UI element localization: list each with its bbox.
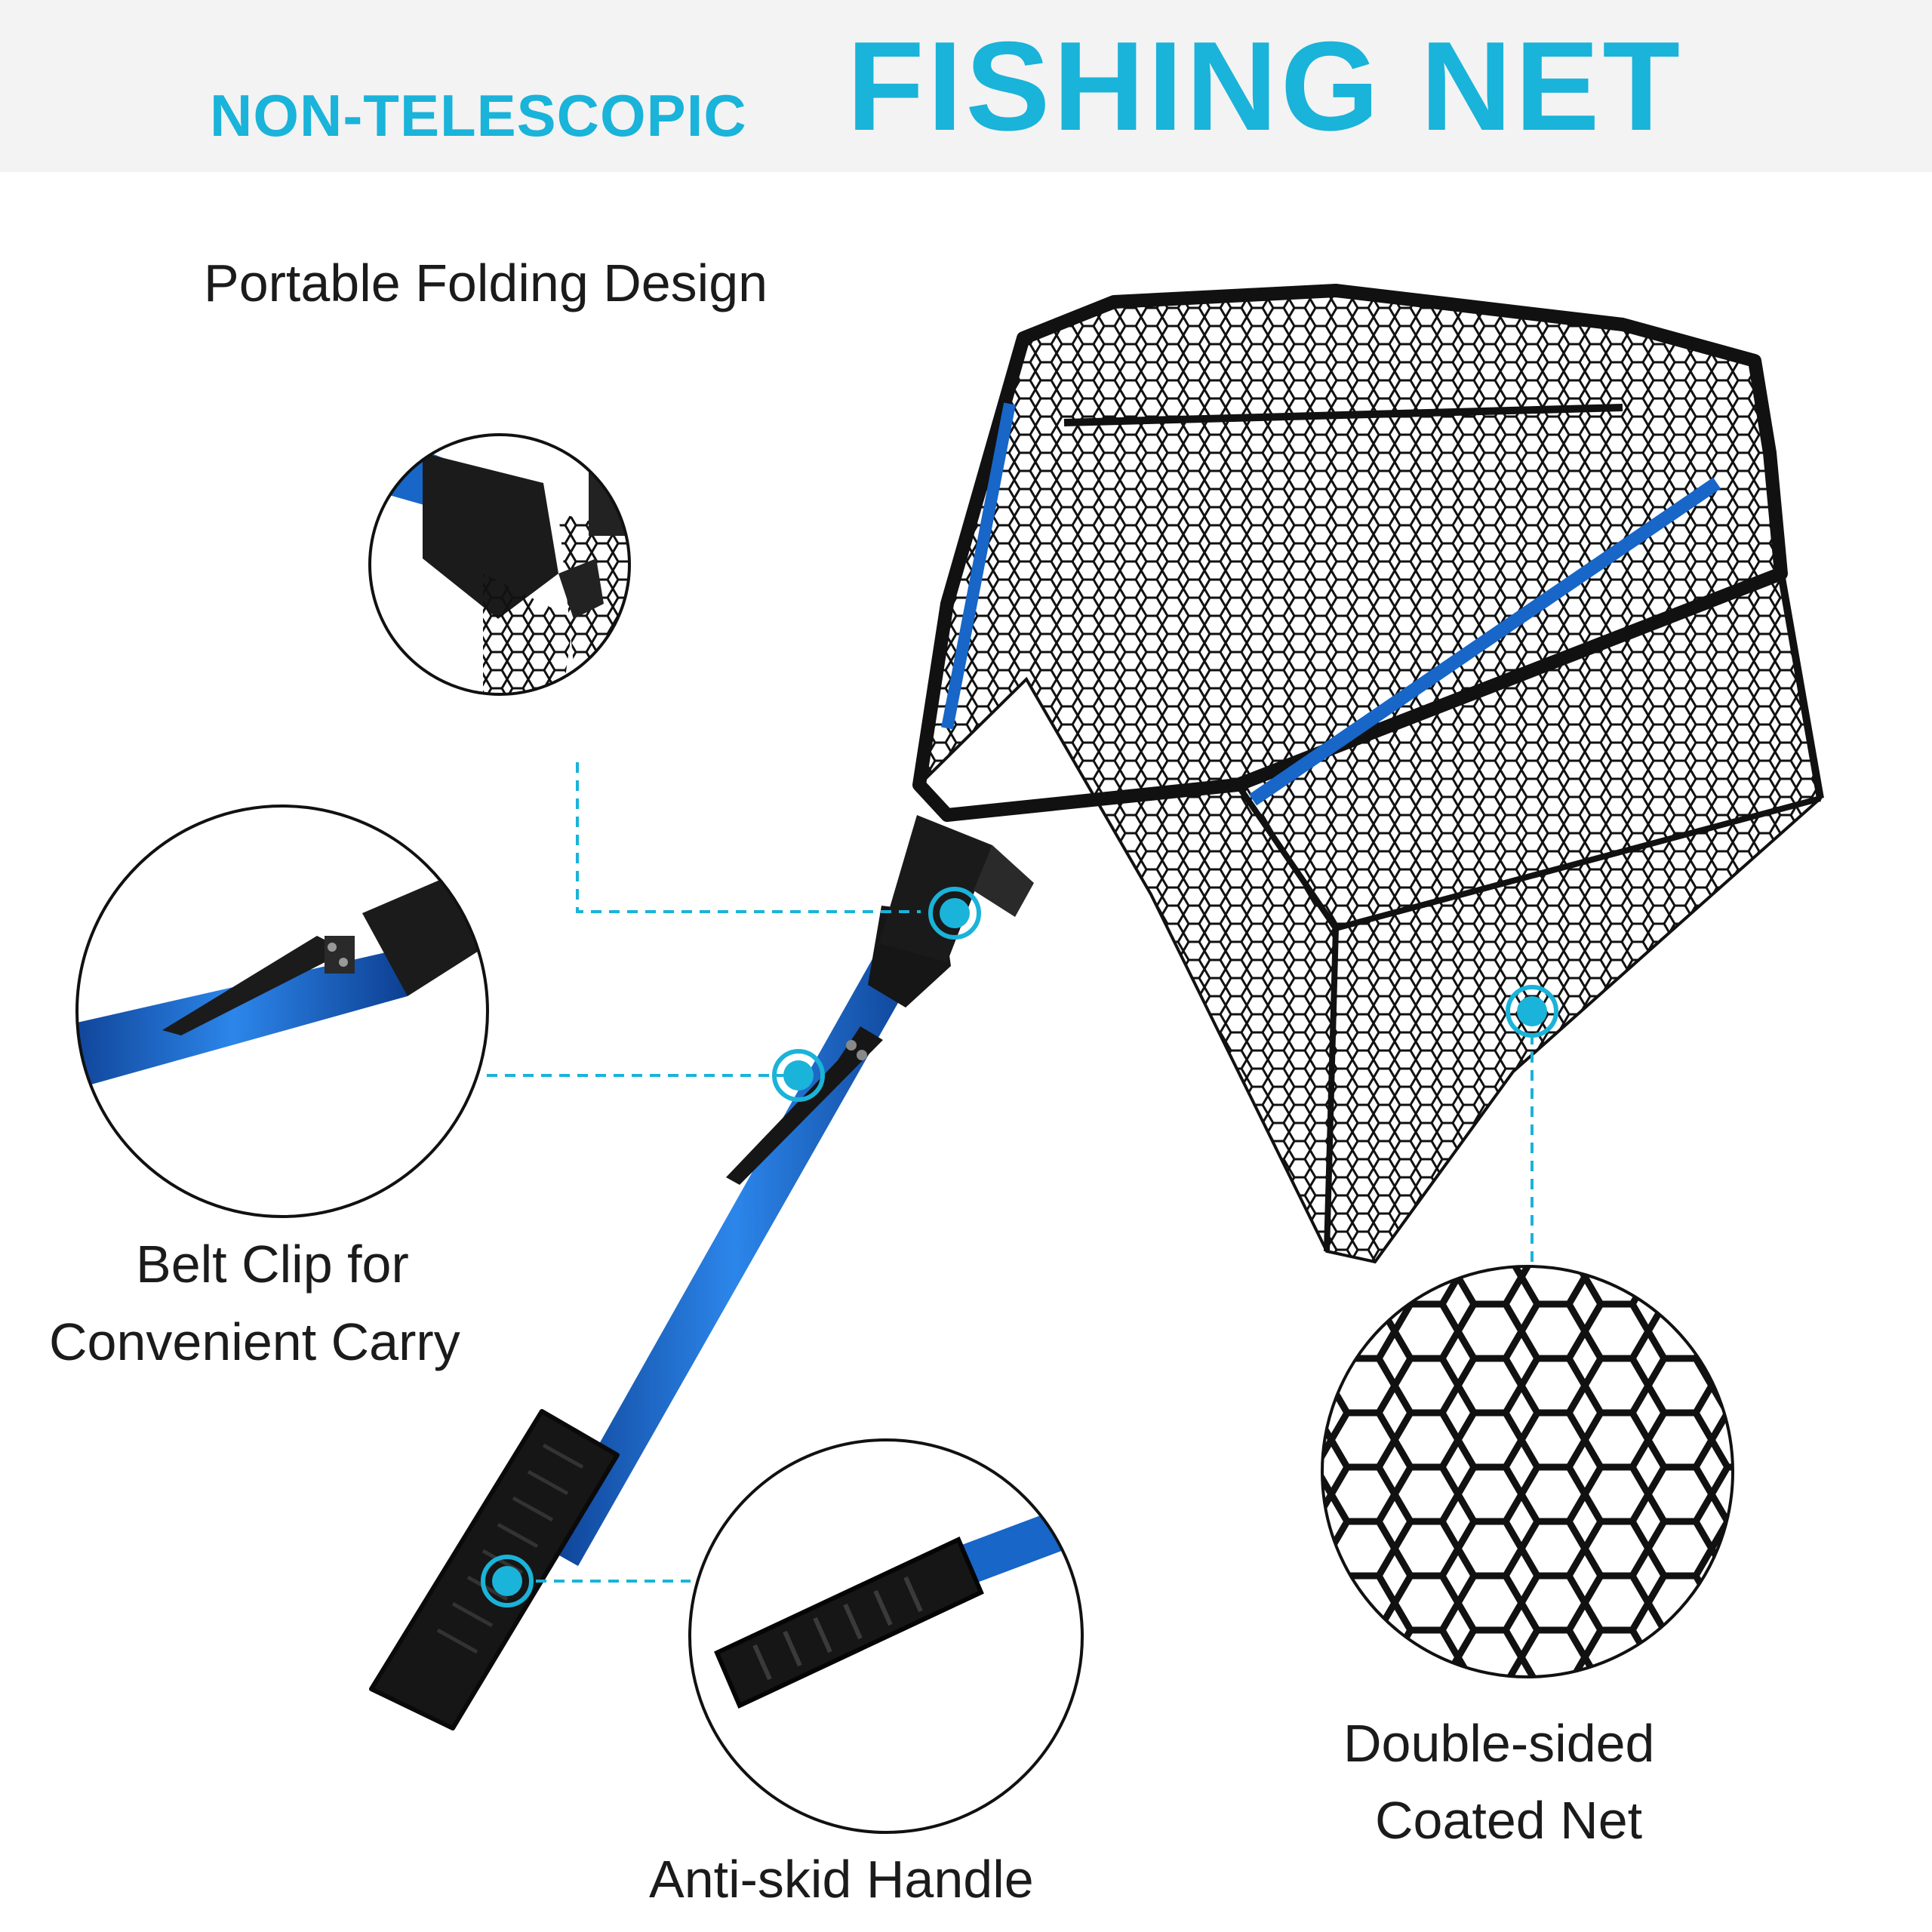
marker-net bbox=[1506, 985, 1558, 1038]
title-main: FISHING NET bbox=[847, 15, 1684, 157]
label-belt-clip-line1: Belt Clip for bbox=[136, 1235, 409, 1294]
label-anti-skid-handle: Anti-skid Handle bbox=[649, 1850, 1034, 1909]
detail-folding-joint bbox=[368, 433, 631, 696]
net-pole bbox=[369, 815, 1034, 1730]
net-basket bbox=[912, 284, 1824, 1264]
title-prefix: NON-TELESCOPIC bbox=[210, 82, 747, 149]
label-belt-clip-line2: Convenient Carry bbox=[49, 1312, 460, 1371]
header-banner bbox=[0, 0, 1932, 172]
label-net-line1: Double-sided bbox=[1343, 1714, 1655, 1773]
net-frame bbox=[941, 402, 1721, 806]
label-folding-design: Portable Folding Design bbox=[204, 254, 768, 312]
detail-net-mesh bbox=[1321, 1265, 1734, 1678]
marker-belt-clip bbox=[772, 1049, 825, 1102]
detail-belt-clip bbox=[75, 804, 489, 1218]
leader-lines bbox=[487, 762, 1534, 1583]
marker-folding bbox=[928, 887, 981, 940]
label-net-line2: Coated Net bbox=[1375, 1791, 1643, 1850]
marker-handle bbox=[481, 1555, 534, 1607]
detail-handle bbox=[688, 1438, 1084, 1834]
